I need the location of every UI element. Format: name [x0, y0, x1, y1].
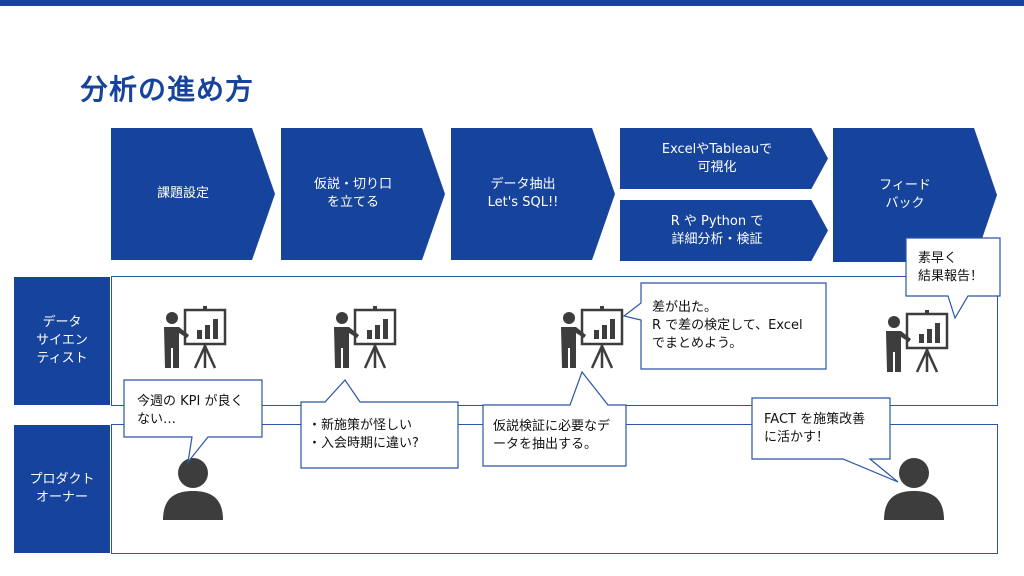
step-detailed-analysis-label: R や Python で 詳細分析・検証: [670, 213, 764, 247]
top-accent-bar: [0, 0, 1024, 6]
lane-data-scientist-label: データ サイエン ティスト: [14, 277, 110, 405]
step-feedback-label: フィード バック: [879, 178, 931, 211]
callout-po-kpi-text: 今週の KPI が良く ない…: [137, 394, 244, 427]
callout-ds-analysis: [622, 282, 827, 370]
presenter-icon: [332, 304, 397, 370]
lane-product-owner-label: プロダクト オーナー: [14, 425, 110, 553]
lane-data-scientist-text: データ サイエン ティスト: [36, 315, 88, 366]
step-visualization-label: ExcelやTableauで 可視化: [661, 141, 773, 175]
callout-ds-hypothesis: [300, 379, 459, 469]
step-data-extraction: データ抽出 Let's SQL!!: [451, 128, 615, 260]
callout-ds-report-text: 素早く 結果報告！: [918, 251, 984, 284]
callout-ds-extract: [482, 370, 627, 467]
page-title: 分析の進め方: [80, 73, 255, 106]
callout-po-fact-text: FACT を施策改善 に活かす！: [764, 412, 866, 445]
step-hypothesis: 仮説・切り口 を立てる: [281, 128, 445, 260]
user-icon: [163, 458, 223, 520]
callout-ds-report: [905, 237, 1001, 320]
user-icon: [884, 458, 944, 520]
step-detailed-analysis: R や Python で 詳細分析・検証: [620, 200, 828, 261]
callout-ds-hypothesis-text: ・新施策が怪しい ・入会時期に違い?: [308, 418, 419, 451]
step-hypothesis-label: 仮説・切り口 を立てる: [313, 177, 392, 210]
presenter-icon: [162, 304, 227, 370]
presenter-icon: [884, 308, 949, 374]
step-issue-setting-label: 課題設定: [156, 186, 209, 201]
callout-ds-analysis-text: 差が出た。 R で差の検定して、Excel でまとめよう。: [652, 300, 803, 351]
callout-po-kpi: [123, 379, 263, 465]
step-issue-setting: 課題設定: [111, 128, 275, 260]
lane-product-owner-text: プロダクト オーナー: [29, 472, 95, 505]
callout-po-fact: [751, 397, 899, 483]
step-visualization: ExcelやTableauで 可視化: [620, 128, 828, 189]
callout-ds-extract-text: 仮説検証に必要なデ ータを抽出する。: [493, 419, 611, 452]
step-data-extraction-label: データ抽出 Let's SQL!!: [487, 177, 559, 210]
presenter-icon: [559, 304, 624, 370]
